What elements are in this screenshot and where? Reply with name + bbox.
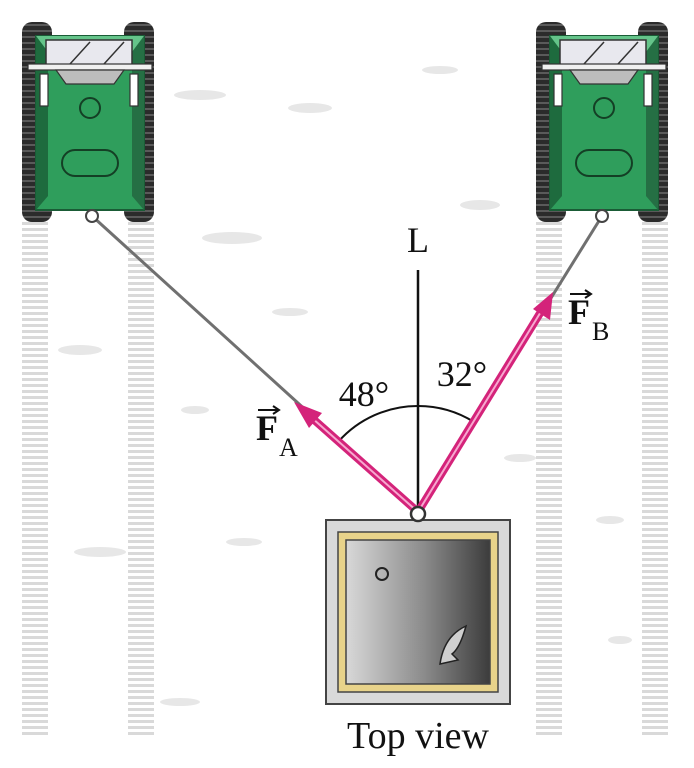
force-arrow-b — [414, 292, 553, 515]
line-label: L — [407, 220, 429, 260]
hitch-a — [85, 209, 99, 223]
svg-text:F: F — [256, 408, 278, 448]
force-a-label: F A — [256, 405, 298, 462]
angle-arc-b — [417, 404, 475, 423]
box — [325, 519, 511, 705]
hitch-b — [595, 209, 609, 223]
vector-arrow-icon — [570, 289, 593, 299]
snow-patches — [58, 66, 632, 706]
junction-point — [409, 505, 427, 523]
angle-arc-a — [337, 404, 419, 443]
svg-text:B: B — [592, 317, 609, 346]
angle-a-label: 48° — [339, 374, 389, 414]
caption: Top view — [347, 715, 489, 757]
tractor-a — [22, 22, 154, 222]
force-b-label: F B — [568, 289, 609, 346]
force-arrow-a — [294, 402, 421, 515]
angle-b-label: 32° — [437, 354, 487, 394]
tractor-b — [536, 22, 668, 222]
svg-text:A: A — [279, 433, 298, 462]
svg-text:F: F — [568, 292, 590, 332]
vector-arrow-icon — [258, 405, 281, 415]
